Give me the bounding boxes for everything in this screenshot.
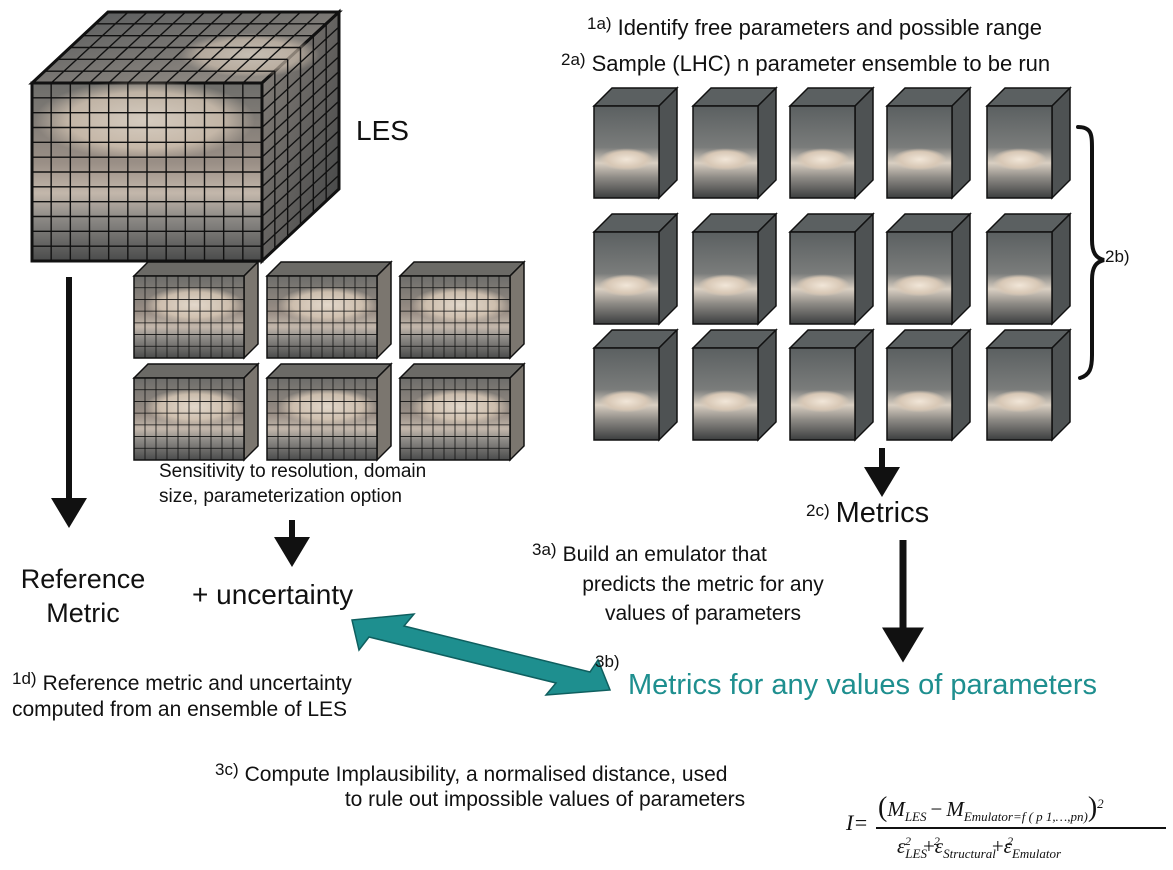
sensitivity-cube [265, 362, 393, 462]
step-1d: 1d)Reference metric and uncertainty [12, 669, 352, 695]
sensitivity-line-2: size, parameterization option [159, 486, 402, 507]
ensemble-cube [788, 328, 875, 442]
metrics-block: 2c)Metrics [806, 497, 930, 529]
sensitivity-cube [265, 260, 393, 360]
ensemble-cube [788, 212, 875, 326]
ensemble-brace [1076, 125, 1105, 380]
step-3b: 3b) [595, 652, 620, 671]
les-label: LES [356, 115, 409, 146]
sensitivity-cube [398, 260, 526, 360]
sensitivity-cube [398, 362, 526, 462]
parameter-ensemble [592, 86, 1072, 442]
sensitivity-ensemble [132, 260, 526, 462]
ensemble-cube [885, 212, 972, 326]
sensitivity-line-1: Sensitivity to resolution, domain [159, 461, 427, 482]
metrics-any-values: Metrics for any values of parameters [628, 669, 1098, 701]
ensemble-cube [985, 86, 1072, 200]
ensemble-cube [788, 86, 875, 200]
sensitivity-cube [132, 260, 260, 360]
ensemble-cube [592, 212, 679, 326]
ensemble-cube [691, 328, 778, 442]
formula-denominator: εLES2+εStructural2+εEmulator2 [897, 834, 1062, 862]
ensemble-cube [592, 86, 679, 200]
formula-lhs: I= [846, 810, 869, 835]
emulator-line-1: Build an emulator that [562, 542, 767, 566]
step-2a-text: Sample (LHC) n parameter ensemble to be … [591, 50, 1051, 76]
step-1a-text: Identify free parameters and possible ra… [617, 14, 1042, 40]
step-1d-line-2: computed from an ensemble of LES [12, 698, 348, 721]
step-3c: 3c)Compute Implausibility, a normalised … [215, 760, 728, 786]
ensemble-cube [885, 86, 972, 200]
ensemble-cube [985, 212, 1072, 326]
ensemble-cube [592, 328, 679, 442]
emulator-text: predicts the metric for any values of pa… [582, 573, 824, 625]
ensemble-cube [885, 328, 972, 442]
step-2a: 2a)Sample (LHC) n parameter ensemble to … [561, 50, 1051, 76]
step-3c-line-1: Compute Implausibility, a normalised dis… [244, 762, 728, 786]
ensemble-cube [691, 212, 778, 326]
step-3a: 3a)Build an emulator that [532, 540, 767, 566]
step-3c-line-2: to rule out impossible values of paramet… [344, 788, 746, 811]
ensemble-cube [985, 328, 1072, 442]
formula-fraction-bar [876, 827, 1166, 829]
step-2b: 2b) [1105, 247, 1130, 266]
ensemble-cube [691, 86, 778, 200]
step-1a: 1a)Identify free parameters and possible… [587, 14, 1042, 40]
compare-arrow [351, 613, 612, 696]
formula-numerator: (MLES−MEmulator=f ( p 1,…,pn))2 [878, 792, 1104, 825]
uncertainty-label: + uncertainty [192, 579, 354, 610]
reference-metric-label: Reference Metric [20, 564, 146, 628]
step-1d-line-1: Reference metric and uncertainty [42, 671, 352, 695]
metrics-label: Metrics [835, 497, 930, 529]
sensitivity-cube [132, 362, 260, 462]
les-cube [28, 8, 343, 265]
